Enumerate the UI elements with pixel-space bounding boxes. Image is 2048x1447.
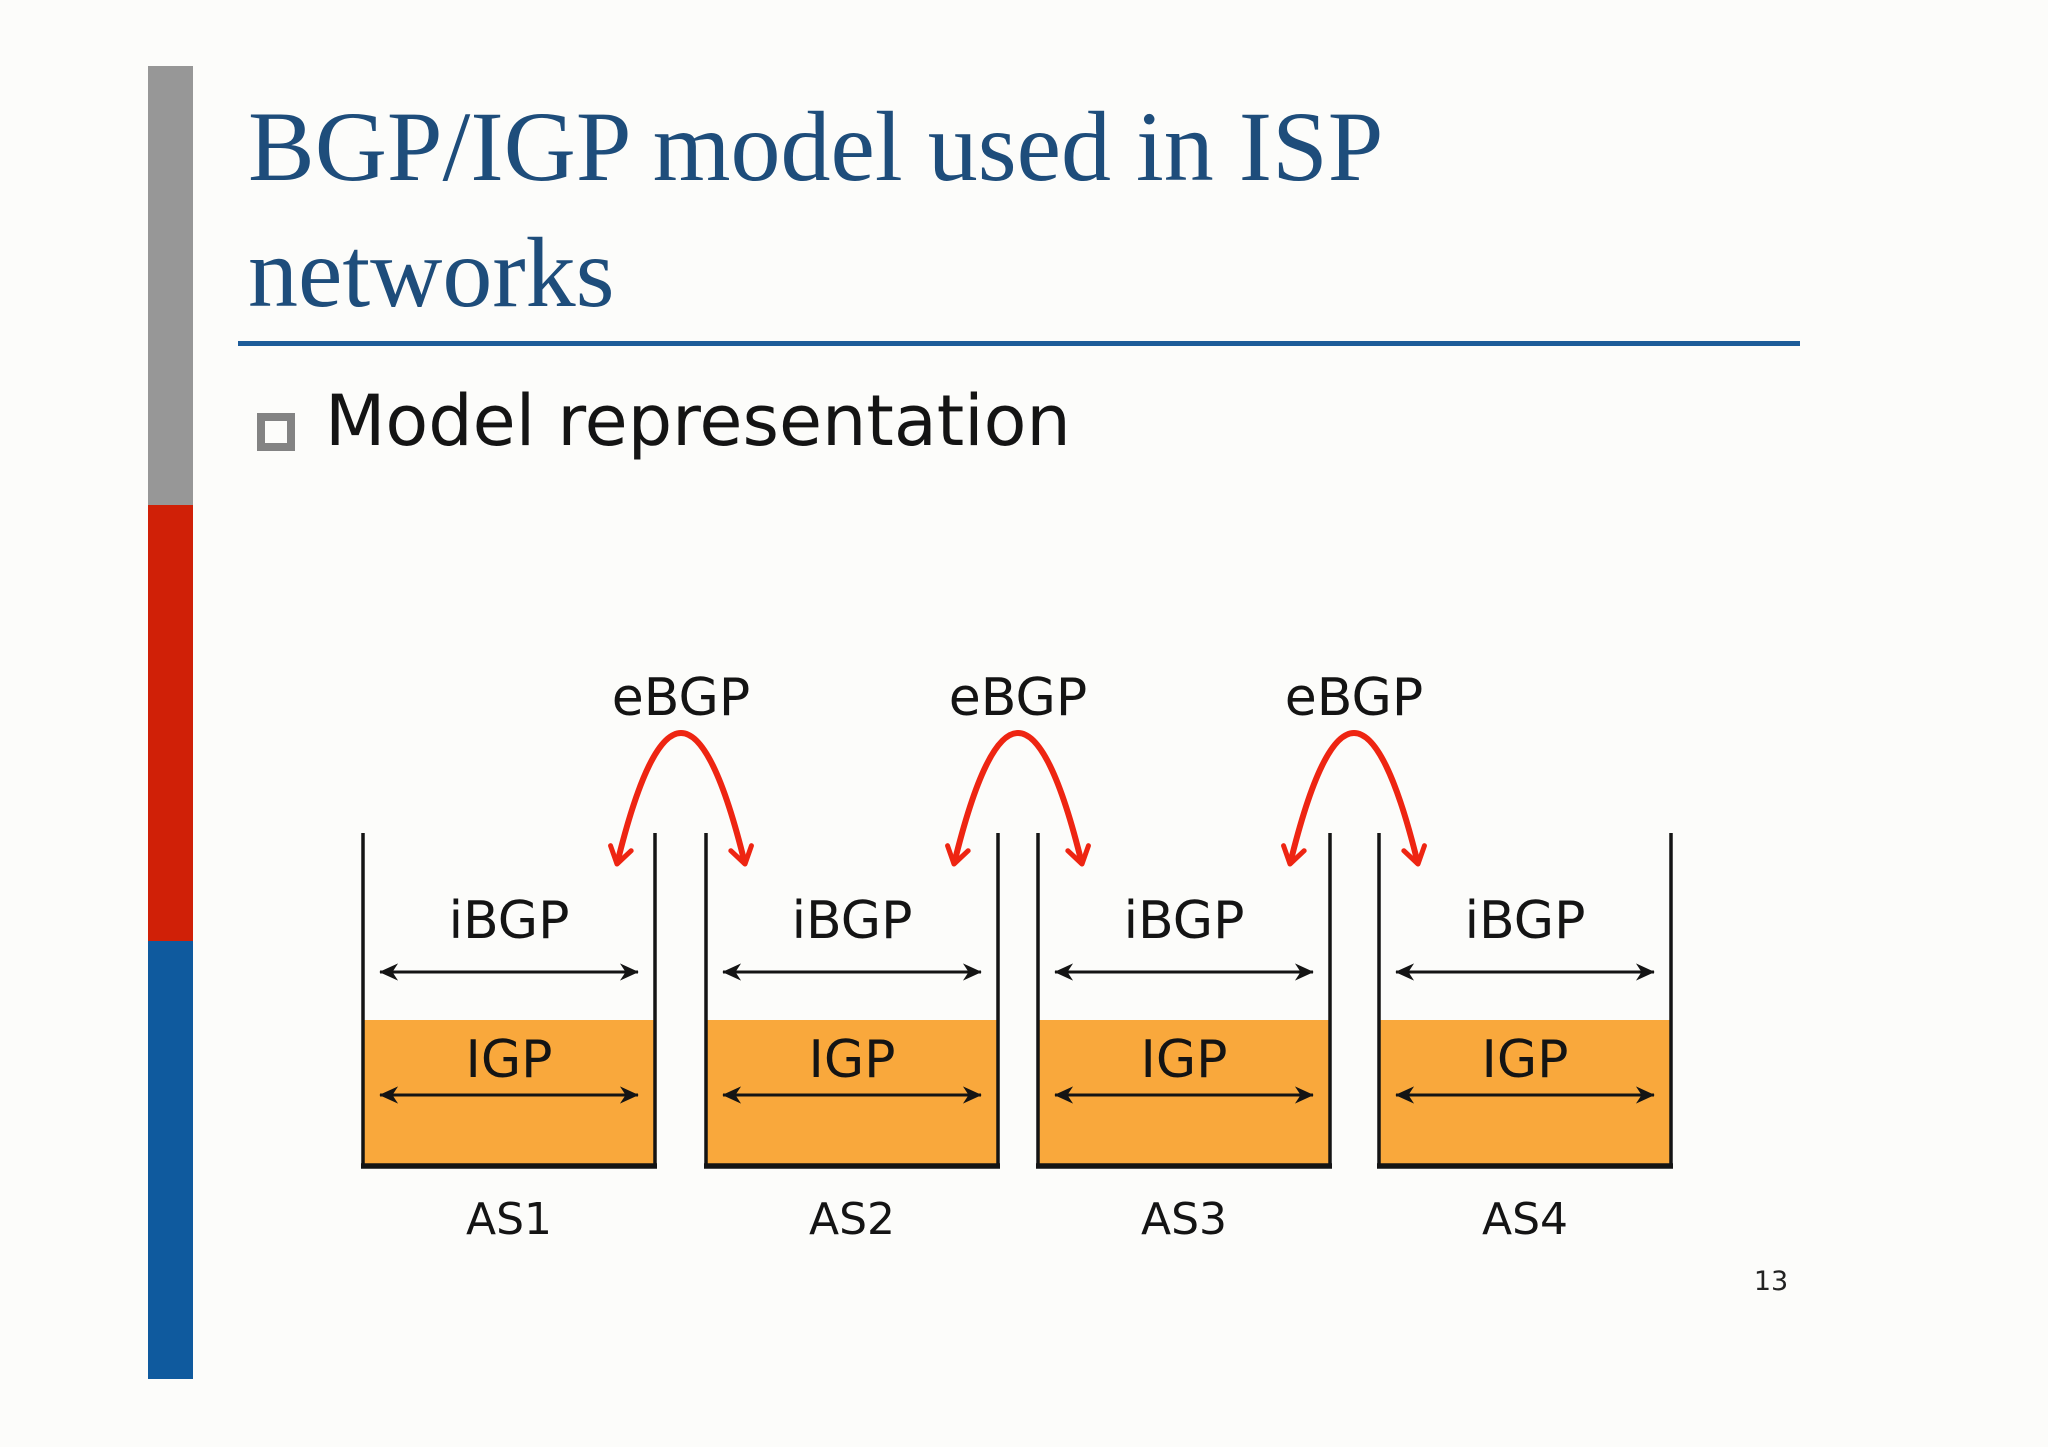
title-underline xyxy=(238,341,1800,346)
as1-box-graphic xyxy=(361,833,657,1169)
accent-bar-gray-segment xyxy=(148,66,193,505)
as4-igp-label: IGP xyxy=(1481,1030,1569,1090)
as2-name-label: AS2 xyxy=(808,1194,896,1245)
bullet-square-icon xyxy=(257,413,295,451)
as1-igp-label: IGP xyxy=(465,1030,553,1090)
ebgp-label-1: eBGP xyxy=(611,668,751,728)
accent-bar xyxy=(148,66,193,1379)
as3-ibgp-label: iBGP xyxy=(1123,891,1245,951)
ebgp-label-2: eBGP xyxy=(948,668,1088,728)
as1-ibgp-label: iBGP xyxy=(448,891,570,951)
ebgp-arc-1 xyxy=(608,730,754,867)
as2-igp-label: IGP xyxy=(808,1030,896,1090)
slide-title-line1: BGP/IGP model used in ISP xyxy=(248,91,1384,202)
slide-title-line2: networks xyxy=(248,217,615,328)
bullet-text: Model representation xyxy=(325,380,1071,462)
as1-name-label: AS1 xyxy=(465,1194,553,1245)
ebgp-label-3: eBGP xyxy=(1284,668,1424,728)
ebgp-arc-2 xyxy=(945,730,1091,867)
as4-ibgp-label: iBGP xyxy=(1464,891,1586,951)
as3-igp-label: IGP xyxy=(1140,1030,1228,1090)
as2-ibgp-label: iBGP xyxy=(791,891,913,951)
slide-title: BGP/IGP model used in ISP networks xyxy=(248,84,1808,336)
as3-box-graphic xyxy=(1036,833,1332,1169)
as4-name-label: AS4 xyxy=(1481,1194,1569,1245)
as4-box-graphic xyxy=(1377,833,1673,1169)
page-number: 13 xyxy=(1753,1266,1789,1297)
as2-box-graphic xyxy=(704,833,1000,1169)
as3-name-label: AS3 xyxy=(1140,1194,1228,1245)
accent-bar-red-segment xyxy=(148,505,193,941)
ebgp-arc-3 xyxy=(1281,730,1427,867)
accent-bar-blue-segment xyxy=(148,941,193,1379)
